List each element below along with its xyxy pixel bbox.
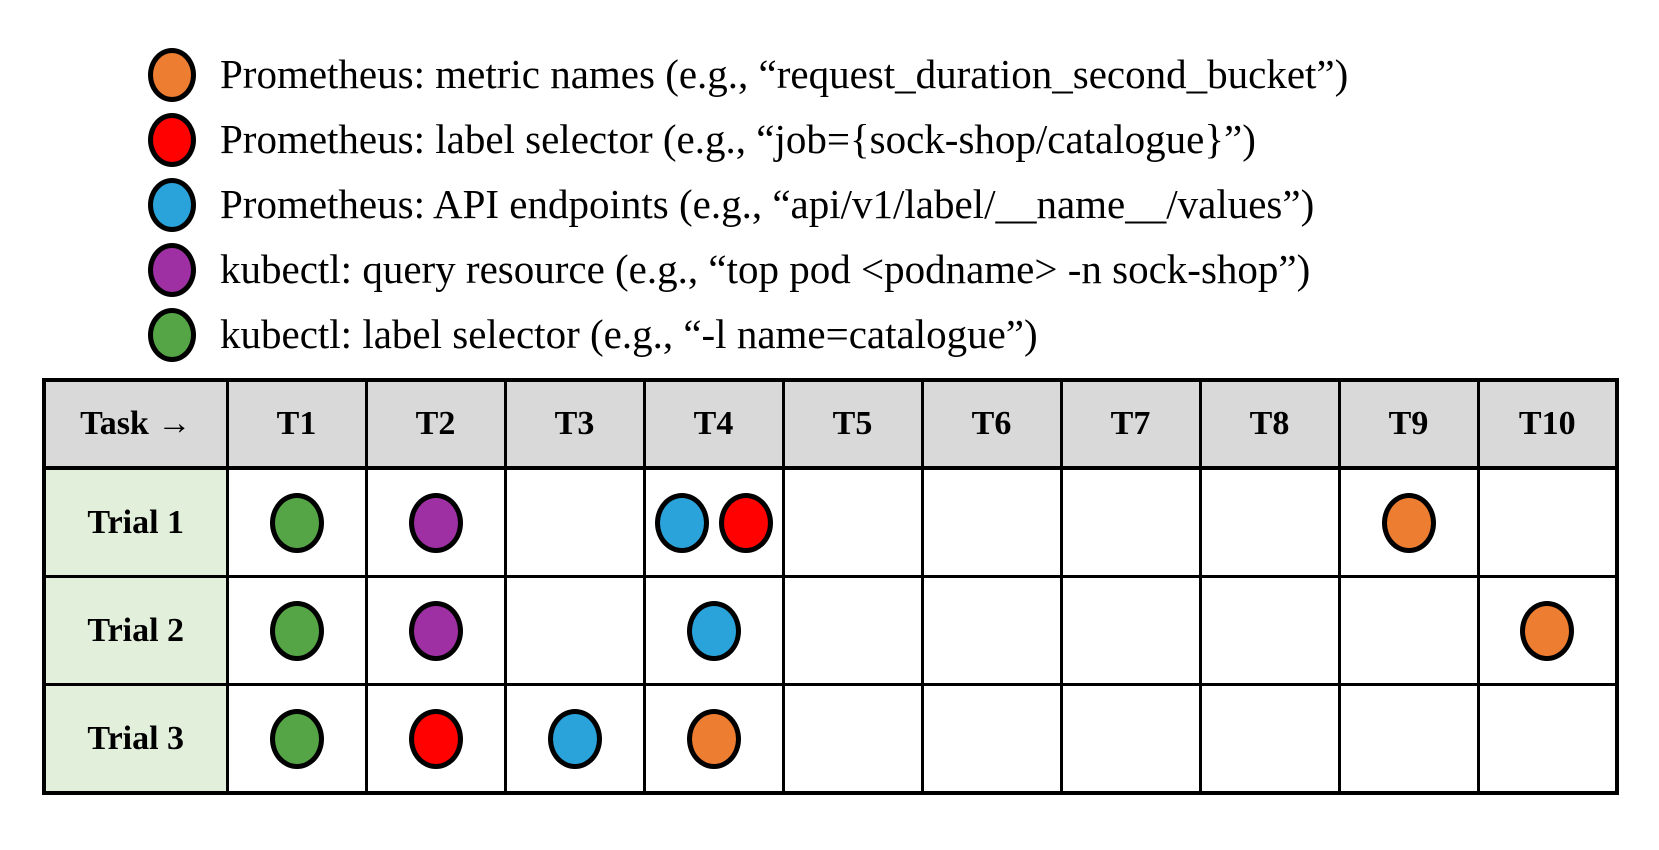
table-row-trial-1: Trial 1 bbox=[42, 466, 1619, 578]
orange-dot-icon bbox=[1381, 492, 1436, 553]
cell-trial-2-t4 bbox=[642, 575, 785, 686]
red-dot-icon bbox=[718, 492, 773, 553]
legend-label: Prometheus: API endpoints (e.g., “api/v1… bbox=[220, 181, 1315, 227]
row-label-trial-2: Trial 2 bbox=[42, 575, 229, 686]
legend-label: kubectl: query resource (e.g., “top pod … bbox=[220, 246, 1311, 292]
legend: Prometheus: metric names (e.g., “request… bbox=[148, 42, 1348, 367]
cell-trial-1-t9 bbox=[1337, 466, 1480, 578]
column-header-t2: T2 bbox=[364, 378, 507, 470]
cell-trial-1-t2 bbox=[364, 466, 507, 578]
legend-item-purple: kubectl: query resource (e.g., “top pod … bbox=[148, 237, 1348, 302]
column-header-t8: T8 bbox=[1198, 378, 1341, 470]
cell-trial-3-t5 bbox=[781, 683, 924, 795]
cell-trial-1-t8 bbox=[1198, 466, 1341, 578]
purple-dot-icon bbox=[408, 492, 463, 553]
cell-trial-2-t7 bbox=[1059, 575, 1202, 686]
cell-trial-2-t2 bbox=[364, 575, 507, 686]
cell-trial-1-t10 bbox=[1476, 466, 1619, 578]
red-dot-icon bbox=[408, 708, 463, 769]
purple-dot-icon bbox=[408, 600, 463, 661]
table-row-trial-2: Trial 2 bbox=[42, 575, 1619, 686]
green-dot-icon bbox=[148, 307, 196, 362]
legend-label: Prometheus: metric names (e.g., “request… bbox=[220, 51, 1349, 97]
cell-trial-1-t4 bbox=[642, 466, 785, 578]
orange-dot-icon bbox=[1520, 600, 1575, 661]
column-header-t3: T3 bbox=[503, 378, 646, 470]
cell-trial-1-t7 bbox=[1059, 466, 1202, 578]
legend-label: Prometheus: label selector (e.g., “job={… bbox=[220, 116, 1256, 162]
cell-trial-3-t4 bbox=[642, 683, 785, 795]
purple-dot-icon bbox=[148, 242, 196, 297]
cell-trial-1-t1 bbox=[225, 466, 368, 578]
cell-trial-2-t5 bbox=[781, 575, 924, 686]
green-dot-icon bbox=[269, 708, 324, 769]
cell-trial-3-t9 bbox=[1337, 683, 1480, 795]
orange-dot-icon bbox=[148, 47, 196, 102]
cell-trial-1-t3 bbox=[503, 466, 646, 578]
legend-label: kubectl: label selector (e.g., “-l name=… bbox=[220, 311, 1038, 357]
cell-trial-3-t7 bbox=[1059, 683, 1202, 795]
column-header-t5: T5 bbox=[781, 378, 924, 470]
cell-trial-3-t8 bbox=[1198, 683, 1341, 795]
legend-item-green: kubectl: label selector (e.g., “-l name=… bbox=[148, 302, 1348, 367]
corner-header-task: Task → bbox=[42, 378, 229, 470]
cell-trial-2-t8 bbox=[1198, 575, 1341, 686]
legend-item-orange: Prometheus: metric names (e.g., “request… bbox=[148, 42, 1348, 107]
green-dot-icon bbox=[269, 600, 324, 661]
cell-trial-1-t6 bbox=[920, 466, 1063, 578]
column-header-t6: T6 bbox=[920, 378, 1063, 470]
blue-dot-icon bbox=[547, 708, 602, 769]
red-dot-icon bbox=[148, 112, 196, 167]
cell-trial-3-t2 bbox=[364, 683, 507, 795]
cell-trial-3-t3 bbox=[503, 683, 646, 795]
cell-trial-3-t10 bbox=[1476, 683, 1619, 795]
orange-dot-icon bbox=[686, 708, 741, 769]
cell-trial-2-t10 bbox=[1476, 575, 1619, 686]
blue-dot-icon bbox=[686, 600, 741, 661]
cell-trial-2-t9 bbox=[1337, 575, 1480, 686]
legend-item-blue: Prometheus: API endpoints (e.g., “api/v1… bbox=[148, 172, 1348, 237]
column-header-t9: T9 bbox=[1337, 378, 1480, 470]
green-dot-icon bbox=[269, 492, 324, 553]
cell-trial-2-t1 bbox=[225, 575, 368, 686]
cell-trial-3-t6 bbox=[920, 683, 1063, 795]
cell-trial-2-t6 bbox=[920, 575, 1063, 686]
row-label-trial-1: Trial 1 bbox=[42, 466, 229, 578]
column-header-t7: T7 bbox=[1059, 378, 1202, 470]
column-header-t4: T4 bbox=[642, 378, 785, 470]
cell-trial-2-t3 bbox=[503, 575, 646, 686]
blue-dot-icon bbox=[148, 177, 196, 232]
blue-dot-icon bbox=[654, 492, 709, 553]
column-header-t1: T1 bbox=[225, 378, 368, 470]
column-header-t10: T10 bbox=[1476, 378, 1619, 470]
row-label-trial-3: Trial 3 bbox=[42, 683, 229, 795]
cell-trial-1-t5 bbox=[781, 466, 924, 578]
cell-trial-3-t1 bbox=[225, 683, 368, 795]
table-row-trial-3: Trial 3 bbox=[42, 683, 1619, 795]
legend-item-red: Prometheus: label selector (e.g., “job={… bbox=[148, 107, 1348, 172]
